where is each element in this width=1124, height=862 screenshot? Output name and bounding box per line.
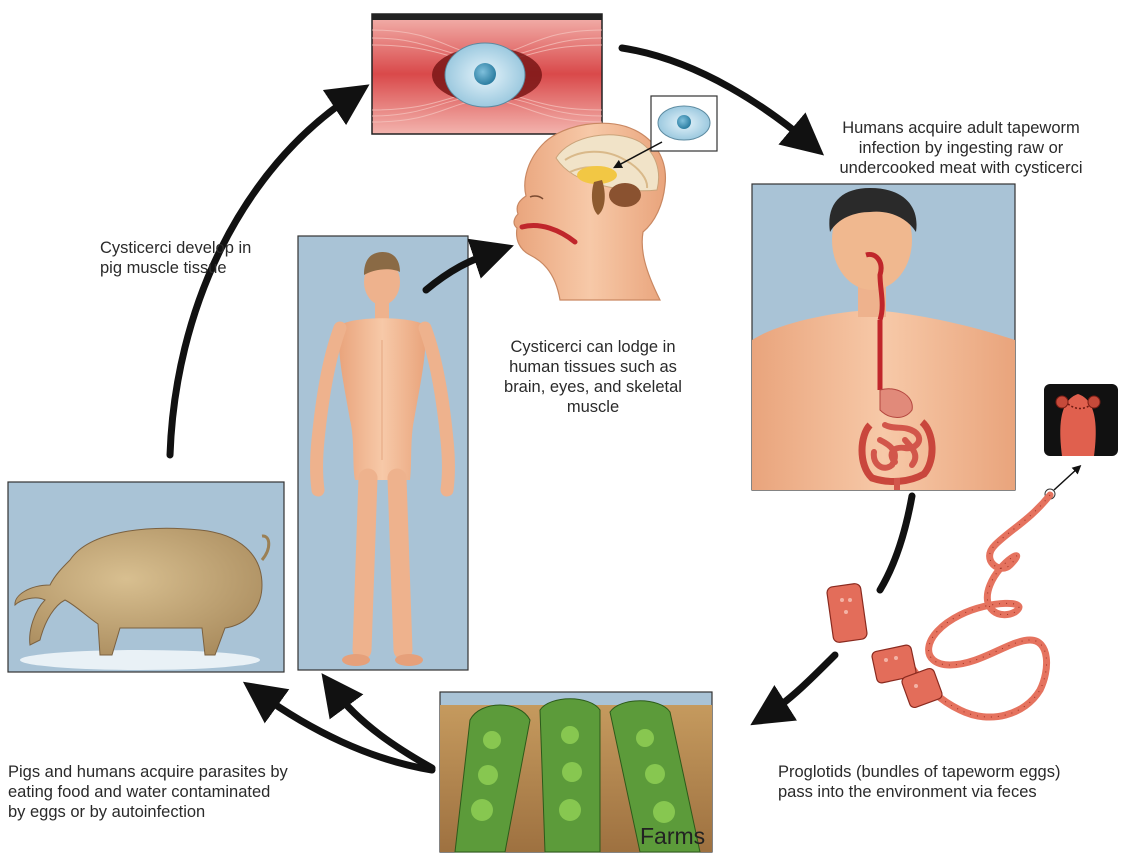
caption-line: eating food and water contaminated — [8, 782, 288, 802]
caption-line: pig muscle tissue — [100, 258, 251, 278]
caption-proglotids: Proglotids (bundles of tapeworm eggs) pa… — [778, 762, 1060, 802]
caption-line: pass into the environment via feces — [778, 782, 1060, 802]
arrow-human-down — [880, 496, 912, 590]
arrow-to-farms — [768, 655, 835, 714]
tapeworm-and-proglottids — [826, 495, 1050, 717]
caption-line: Humans acquire adult tapeworm — [818, 118, 1104, 138]
caption-line: human tissues such as — [478, 357, 708, 377]
caption-line: Cysticerci can lodge in — [478, 337, 708, 357]
pig-muscle-cyst-illustration — [372, 14, 602, 134]
caption-line: Cysticerci develop in — [100, 238, 251, 258]
caption-cysticerci-lodge: Cysticerci can lodge in human tissues su… — [478, 337, 708, 418]
pig-panel — [8, 482, 284, 672]
farms-label: Farms — [640, 823, 705, 850]
caption-line: Proglotids (bundles of tapeworm eggs) — [778, 762, 1060, 782]
caption-humans-acquire: Humans acquire adult tapeworm infection … — [818, 118, 1104, 178]
standing-human-panel — [298, 236, 468, 670]
caption-line: Pigs and humans acquire parasites by — [8, 762, 288, 782]
tapeworm-scolex-inset — [1044, 384, 1118, 499]
caption-line: infection by ingesting raw or — [818, 138, 1104, 158]
caption-cysticerci-develop: Cysticerci develop in pig muscle tissue — [100, 238, 251, 278]
caption-line: by eggs or by autoinfection — [8, 802, 288, 822]
caption-pigs-humans-acquire: Pigs and humans acquire parasites by eat… — [8, 762, 288, 822]
caption-line: undercooked meat with cysticerci — [818, 158, 1104, 178]
human-digestive-tract-panel — [752, 184, 1015, 490]
caption-line: brain, eyes, and skeletal — [478, 377, 708, 397]
caption-line: muscle — [478, 397, 708, 417]
